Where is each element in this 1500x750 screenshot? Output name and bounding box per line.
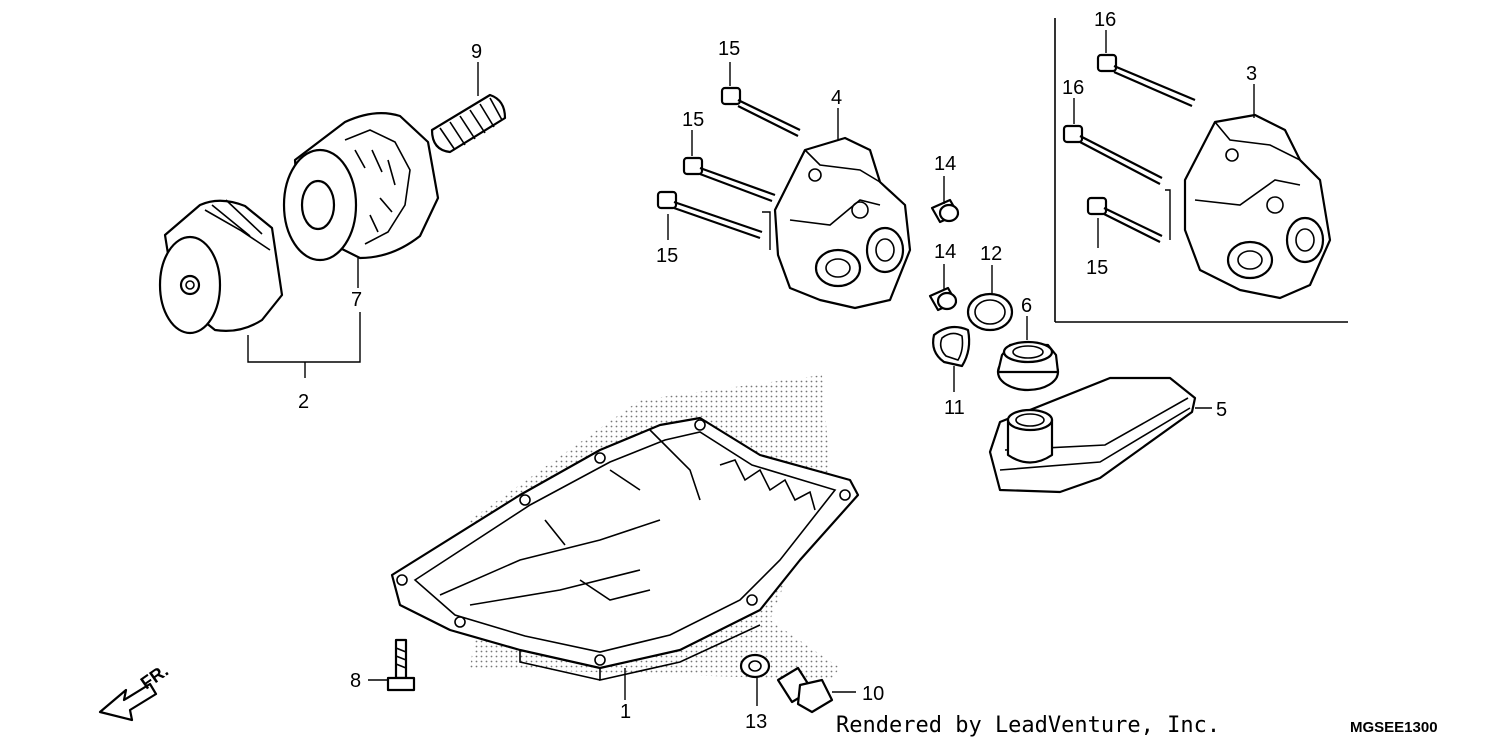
render-credit: Rendered by LeadVenture, Inc. (836, 713, 1220, 738)
callout-12: 12 (980, 243, 1002, 265)
callout-5: 5 (1216, 399, 1227, 421)
pump-bolt-inset[interactable] (1086, 196, 1163, 243)
oil-pump-alternate[interactable] (1183, 113, 1332, 300)
oil-pan[interactable] (390, 375, 860, 681)
sealing-washer[interactable] (739, 653, 771, 679)
callout-2: 2 (298, 391, 309, 413)
callout-11: 11 (944, 397, 965, 419)
pump-bolt[interactable] (720, 86, 801, 137)
callout-8: 8 (350, 670, 361, 692)
leader-lines-16 (1073, 30, 1171, 248)
dowel-pin[interactable] (928, 286, 958, 312)
oil-filter-cartridge[interactable] (158, 199, 284, 335)
front-direction-arrow: FR. (98, 660, 172, 722)
dowel-pin[interactable] (930, 198, 960, 224)
oil-pump-assembly[interactable] (773, 136, 912, 310)
callout-10: 10 (862, 683, 884, 705)
callout-13: 13 (745, 711, 767, 733)
pump-bolt[interactable] (682, 156, 776, 203)
callout-7: 7 (351, 289, 362, 311)
callout-6: 6 (1021, 295, 1032, 317)
drain-bolt[interactable] (776, 666, 834, 714)
pan-bolt[interactable] (386, 638, 416, 692)
threaded-stud[interactable] (430, 93, 507, 154)
strainer-seal[interactable] (996, 340, 1060, 392)
leader-lines-15 (667, 62, 771, 250)
diagram-code: MGSEE1300 (1350, 719, 1438, 736)
callout-9: 9 (471, 41, 482, 63)
callout-15: 15 (718, 38, 740, 60)
callout-3: 3 (1246, 63, 1257, 85)
oil-strainer[interactable] (988, 376, 1197, 494)
callout-15: 15 (1086, 257, 1108, 279)
pump-bolt[interactable] (656, 190, 763, 240)
callout-15: 15 (682, 109, 704, 131)
pump-bolt-long[interactable] (1096, 53, 1196, 108)
pump-gasket[interactable] (932, 325, 971, 368)
callout-4: 4 (831, 87, 842, 109)
callout-14: 14 (934, 153, 956, 175)
callout-16: 16 (1062, 77, 1084, 99)
callout-1: 1 (620, 701, 631, 723)
oil-filter-element[interactable] (282, 111, 440, 262)
inset-frame (1054, 18, 1348, 323)
callout-14: 14 (934, 241, 956, 263)
pump-bolt-long[interactable] (1062, 124, 1163, 185)
callout-16: 16 (1094, 9, 1116, 31)
o-ring[interactable] (966, 292, 1014, 332)
callout-15: 15 (656, 245, 678, 267)
leader-lines-filter (247, 62, 479, 378)
